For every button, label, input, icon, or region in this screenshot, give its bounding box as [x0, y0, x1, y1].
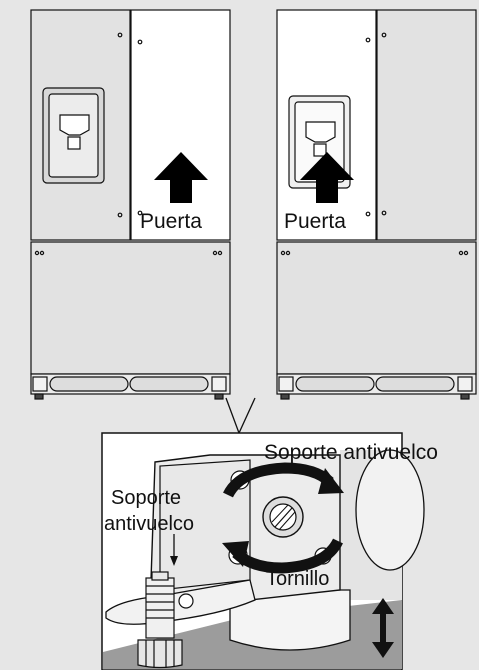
bracket-left-label-line1: Soporte [111, 487, 181, 509]
bracket-top-label: Soporte antivuelco [264, 441, 438, 464]
freezer-drawer-right [276, 241, 477, 375]
door-left-label: Puerta [140, 210, 202, 233]
screw-label: Tornillo [266, 568, 329, 590]
bracket-left-label-line2: antivuelco [104, 513, 194, 535]
fridge-right-closed-door [376, 9, 477, 241]
detail-view: Soporte antivuelco Soporte antivuelco To… [101, 432, 438, 670]
up-down-arrow-icon [372, 598, 394, 658]
fridge-left [30, 9, 231, 400]
arrow-left-door [154, 152, 208, 203]
freezer-drawer-left [30, 241, 231, 375]
door-right-label: Puerta [284, 210, 346, 233]
up-arrow-icon [300, 152, 354, 203]
leveling-leg [137, 571, 183, 669]
fridge-left-highlighted-door [130, 9, 231, 241]
arrow-right-door [300, 152, 354, 203]
screw [262, 496, 304, 538]
rotate-arrows-icon [222, 462, 344, 574]
up-arrow-icon [154, 152, 208, 203]
fridge-right [276, 9, 477, 400]
pointer-arrow-icon [170, 556, 178, 566]
